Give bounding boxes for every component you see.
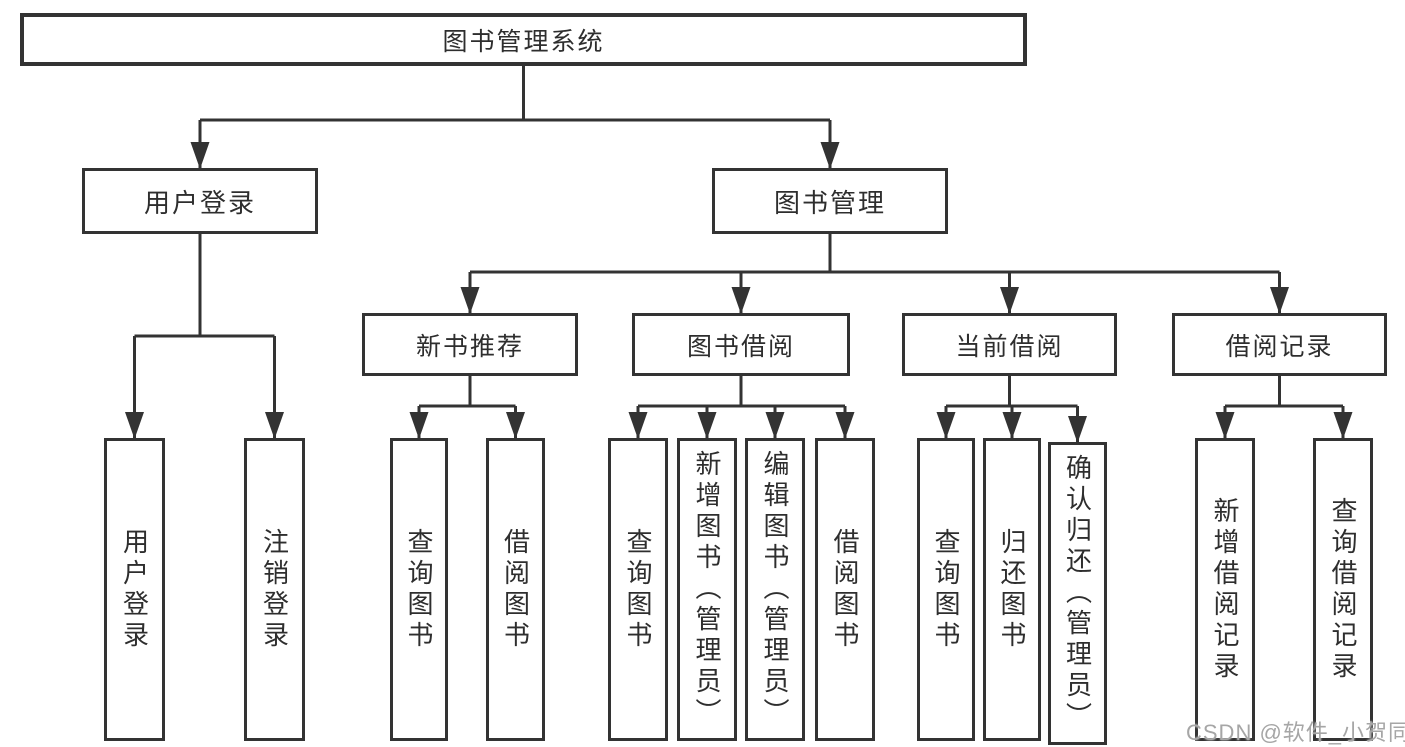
node-borrow-books-recommend: 借阅图书 (486, 438, 545, 741)
node-borrow-records: 借阅记录 (1172, 313, 1387, 376)
node-return-book: 归还图书 (983, 438, 1041, 741)
node-user-login: 用户登录 (104, 438, 165, 741)
node-logout: 注销登录 (244, 438, 305, 741)
node-user-login-group: 用户登录 (82, 168, 318, 234)
watermark-text: CSDN @软件_小贺同学 (1186, 720, 1405, 745)
node-new-book-recommend: 新书推荐 (362, 313, 578, 376)
node-edit-book-admin: 编辑图书（管理员） (745, 438, 805, 741)
node-query-books-current: 查询图书 (917, 438, 975, 741)
node-query-borrow-record: 查询借阅记录 (1313, 438, 1373, 741)
node-add-book-admin: 新增图书（管理员） (677, 438, 737, 741)
node-library-system: 图书管理系统 (20, 13, 1027, 66)
node-query-books-recommend: 查询图书 (390, 438, 448, 741)
node-add-borrow-record: 新增借阅记录 (1195, 438, 1255, 741)
node-borrow-books: 借阅图书 (815, 438, 875, 741)
node-book-borrow: 图书借阅 (632, 313, 850, 376)
node-current-borrow: 当前借阅 (902, 313, 1117, 376)
node-confirm-return-admin: 确认归还（管理员） (1048, 442, 1107, 745)
node-query-books-borrow: 查询图书 (608, 438, 668, 741)
node-book-management: 图书管理 (712, 168, 948, 234)
